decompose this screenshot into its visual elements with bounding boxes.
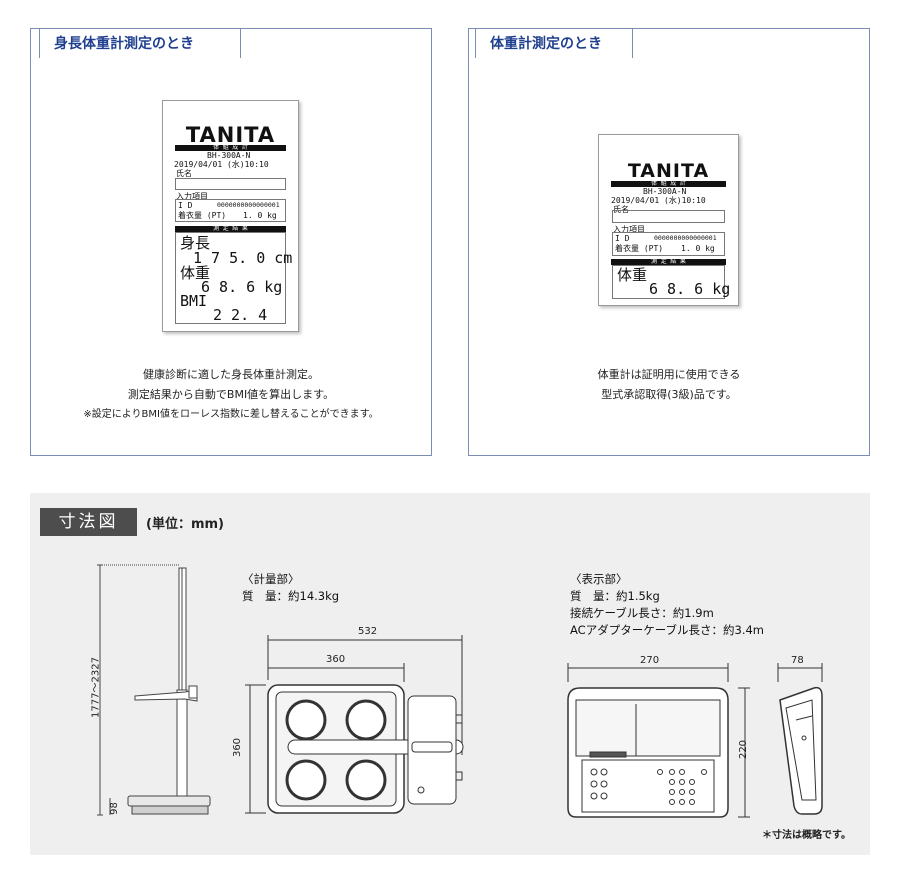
receipt-clothes-value: 1. 0 kg — [243, 211, 277, 220]
receipt-id-label: I D — [178, 201, 193, 210]
receipt-clothes-label: 着衣量 (PT) — [178, 211, 227, 220]
receipt-input-label: 入力項目 — [613, 225, 645, 234]
receipt-weight-only: TANITA 体 組 成 計 BH-300A-N 2019/04/01 (水)1… — [598, 134, 739, 306]
receipt-height-weight: TANITA 体 組 成 計 BH-300A-N 2019/04/01 (水)1… — [162, 100, 299, 332]
spec-heading: 〈表示部〉 — [570, 572, 628, 586]
result-label-weight: 体重 — [617, 266, 648, 284]
dim-display-depth: 78 — [791, 655, 804, 666]
receipt-input-label: 入力項目 — [176, 192, 208, 201]
receipt-name-label: 氏名 — [176, 169, 192, 178]
tab-underline — [469, 28, 474, 29]
receipt-datetime: 2019/04/01 (水)10:10 — [611, 196, 706, 205]
receipt-result-box — [612, 265, 725, 299]
dim-display-width: 270 — [640, 655, 660, 666]
spec-line: ACアダプターケーブル長さ：約3.4m — [570, 623, 764, 637]
panel-tab: 身長体重計測定のとき — [39, 28, 241, 58]
spec-heading: 〈計量部〉 — [242, 572, 300, 586]
result-value-weight: 6 8. 6 kg — [649, 280, 731, 298]
receipt-name-box — [612, 210, 725, 223]
receipt-clothes-label: 着衣量 (PT) — [615, 244, 664, 253]
receipt-header-bar: 体 組 成 計 — [611, 181, 726, 187]
stadiometer-side-view — [97, 564, 211, 816]
receipt-datetime: 2019/04/01 (水)10:10 — [174, 160, 269, 169]
receipt-header-bar: 体 組 成 計 — [175, 145, 286, 151]
receipt-input-box — [612, 232, 725, 256]
tab-underline — [241, 28, 431, 29]
tab-underline — [31, 28, 38, 29]
approximate-note: ＊寸法は概略です。 — [762, 830, 851, 841]
tanita-logo: TANITA — [627, 160, 710, 182]
panel-description: 体重計は証明用に使用できる 型式承認取得(3級)品です。 — [468, 365, 870, 405]
receipt-name-label: 氏名 — [613, 205, 629, 214]
description-line: 体重計は証明用に使用できる — [597, 368, 741, 381]
dimensions-unit: (単位：mm) — [146, 517, 224, 532]
panel-description: 健康診断に適した身長体重計測定。 測定結果から自動でBMI値を算出します。 ※設… — [30, 365, 432, 425]
receipt-result-bar: 測 定 結 果 — [175, 226, 286, 232]
display-side-view — [777, 663, 823, 815]
tanita-logo: TANITA — [185, 123, 276, 147]
display-unit-spec: 〈表示部〉 質 量：約1.5kg 接続ケーブル長さ：約1.9m ACアダプターケ… — [570, 571, 764, 639]
measure-unit-spec: 〈計量部〉 質 量：約14.3kg — [242, 571, 339, 605]
description-line: ※設定によりBMI値をローレス指数に差し替えることができます。 — [83, 409, 379, 420]
result-value-bmi: 2 2. 4 — [213, 306, 268, 324]
dim-plate-depth: 360 — [232, 737, 244, 758]
receipt-id-value: 0000000000000001 — [217, 201, 280, 209]
receipt-result-bar: 測 定 結 果 — [611, 259, 726, 265]
result-value-weight: 6 8. 6 kg — [201, 278, 283, 296]
dim-height-range: 1777～2327 — [90, 657, 102, 718]
receipt-model: BH-300A-N — [643, 187, 687, 196]
dim-base-height: 98 — [108, 802, 120, 815]
receipt-id-value: 0000000000000001 — [654, 234, 717, 242]
receipt-model: BH-300A-N — [207, 151, 251, 160]
receipt-clothes-value: 1. 0 kg — [681, 244, 715, 253]
dim-display-height: 220 — [738, 739, 750, 760]
result-label-bmi: BMI — [180, 292, 208, 310]
receipt-result-box — [175, 232, 286, 324]
tab-underline — [633, 28, 869, 29]
result-label-height: 身長 — [180, 234, 211, 252]
spec-line: 質 量：約14.3kg — [242, 589, 340, 603]
description-line: 型式承認取得(3級)品です。 — [601, 388, 737, 401]
panel-tab: 体重計測定のとき — [475, 28, 633, 58]
dim-plate-width: 360 — [326, 654, 346, 665]
result-label-weight: 体重 — [180, 264, 211, 282]
platform-top-view — [245, 635, 464, 814]
description-line: 測定結果から自動でBMI値を算出します。 — [127, 388, 335, 401]
receipt-input-box — [175, 199, 286, 222]
receipt-id-label: I D — [615, 234, 630, 243]
dimensions-title: 寸法図 — [40, 508, 137, 536]
description-line: 健康診断に適した身長体重計測定。 — [143, 368, 319, 381]
display-front-view — [567, 663, 750, 818]
receipt-name-box — [175, 178, 286, 190]
spec-line: 接続ケーブル長さ：約1.9m — [570, 606, 714, 620]
spec-line: 質 量：約1.5kg — [570, 589, 660, 603]
dim-total-width: 532 — [358, 626, 378, 637]
result-value-height: 1 7 5. 0 cm — [193, 249, 293, 267]
